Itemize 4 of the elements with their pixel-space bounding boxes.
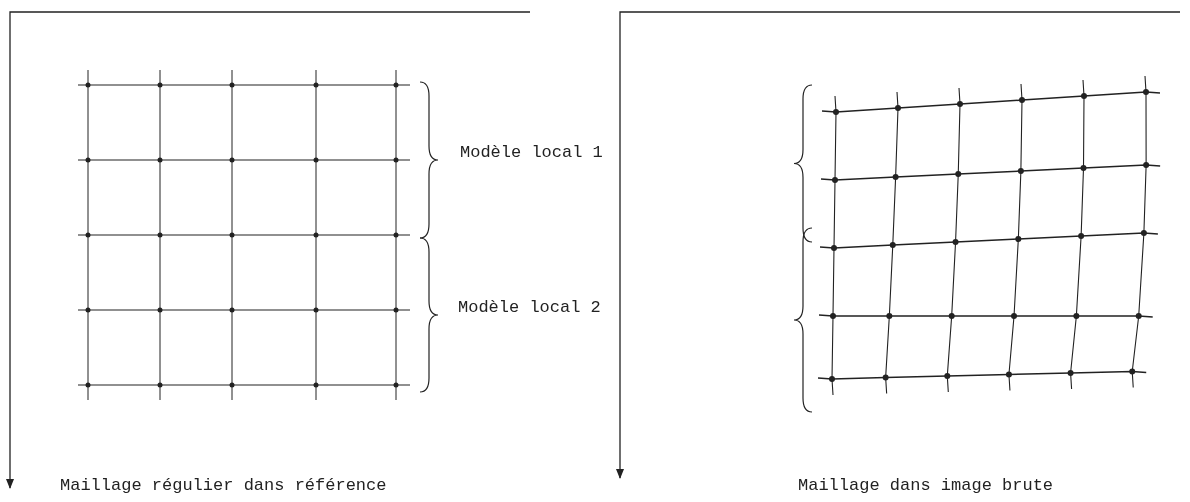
brace-label: Modèle local 1 <box>460 143 603 162</box>
figure-caption: Maillage dans image brute <box>798 476 1054 495</box>
brace-label: Modèle local 2 <box>458 298 601 317</box>
figure-caption: Maillage régulier dans référence <box>60 476 387 495</box>
